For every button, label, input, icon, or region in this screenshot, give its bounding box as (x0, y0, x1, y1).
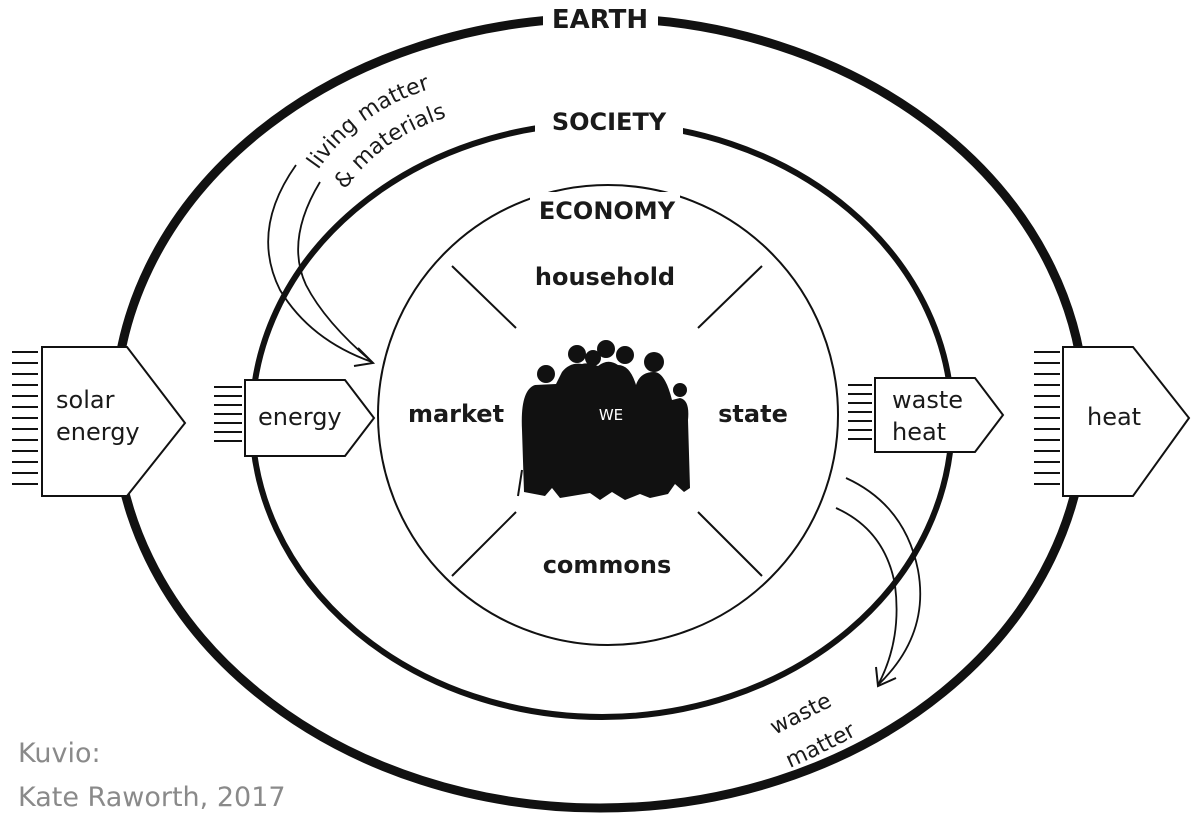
solar-label-line2: energy (56, 418, 140, 446)
sector-market: market (408, 400, 504, 428)
caption-line2: Kate Raworth, 2017 (18, 782, 286, 813)
waste-matter-outflow-arrow (835, 477, 922, 688)
society-label-bg (535, 105, 683, 137)
heat-label: heat (1087, 403, 1141, 431)
divider-top-right (697, 265, 763, 329)
divider-top-left (451, 265, 517, 329)
earth-label-bg (543, 2, 658, 32)
society-label: SOCIETY (552, 108, 667, 136)
energy-label: energy (258, 403, 342, 431)
waste-heat-label-line1: waste (892, 386, 963, 414)
people-silhouette-icon (517, 340, 690, 500)
waste-heat-outflow: waste heat (848, 377, 1005, 453)
divider-bottom-right (697, 511, 763, 577)
living-matter-label-line2: & materials (330, 99, 449, 193)
economy-label-bg (530, 192, 680, 226)
solar-label-line1: solar (56, 386, 115, 414)
waste-heat-label-line2: heat (892, 418, 946, 446)
sector-state: state (718, 400, 788, 428)
earth-label: EARTH (552, 5, 648, 35)
solar-energy-inflow: solar energy (12, 346, 187, 497)
living-matter-inflow-arrow (267, 164, 376, 367)
caption-line1: Kuvio: (18, 738, 101, 769)
sector-commons: commons (543, 551, 672, 579)
divider-bottom-left (451, 511, 517, 577)
center-we-label: WE (599, 406, 623, 424)
sector-household: household (535, 263, 675, 291)
heat-outflow: heat (1034, 346, 1191, 497)
energy-inflow: energy (214, 379, 376, 457)
economy-label: ECONOMY (539, 197, 676, 225)
